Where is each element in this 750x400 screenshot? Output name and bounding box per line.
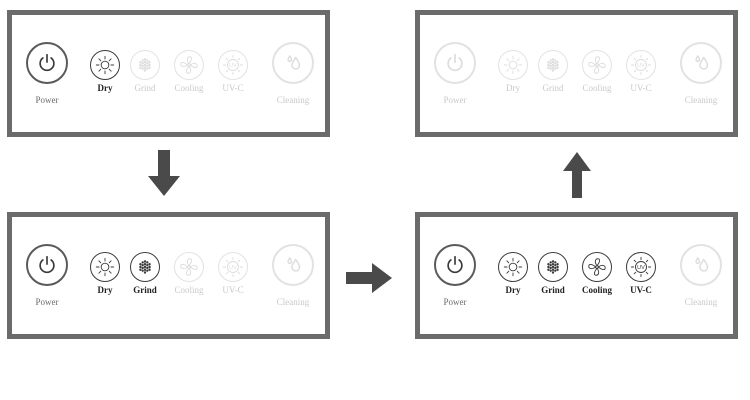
uvc-button[interactable]: UV UV-C	[218, 50, 248, 93]
grind-button[interactable]: Grind	[130, 252, 160, 295]
power-icon	[26, 244, 68, 286]
grind-label: Grind	[541, 285, 565, 295]
cleaning-label: Cleaning	[276, 95, 310, 105]
grind-button[interactable]: Grind	[538, 50, 568, 93]
arrow-up-icon	[563, 152, 591, 198]
power-label: Power	[443, 297, 467, 307]
control-panel-step-3: Power Dry Grind Cooling UV UV-C Cleaning	[415, 212, 738, 339]
power-button[interactable]: Power	[26, 244, 68, 307]
control-panel-step-2: Power Dry Grind Cooling UV UV-C Cleaning	[7, 212, 330, 339]
dot-grid-icon	[538, 50, 568, 80]
grind-label: Grind	[542, 83, 564, 93]
dry-button[interactable]: Dry	[90, 50, 120, 93]
uvc-button[interactable]: UV UV-C	[626, 50, 656, 93]
grind-label: Grind	[133, 285, 157, 295]
power-label: Power	[35, 95, 59, 105]
power-icon	[434, 244, 476, 286]
dry-label: Dry	[97, 285, 113, 295]
water-drop-icon	[272, 42, 314, 84]
water-drop-icon	[272, 244, 314, 286]
dot-grid-icon	[130, 50, 160, 80]
uv-icon-text: UV	[229, 63, 237, 69]
uv-sun-icon: UV	[218, 50, 248, 80]
grind-button[interactable]: Grind	[130, 50, 160, 93]
cleaning-label: Cleaning	[684, 95, 718, 105]
sun-icon	[90, 50, 120, 80]
water-drop-icon	[680, 244, 722, 286]
power-icon	[434, 42, 476, 84]
power-button[interactable]: Power	[26, 42, 68, 105]
uvc-label: UV-C	[630, 285, 652, 295]
dot-grid-icon	[538, 252, 568, 282]
cooling-button[interactable]: Cooling	[582, 50, 612, 93]
dry-button[interactable]: Dry	[90, 252, 120, 295]
sun-icon	[90, 252, 120, 282]
power-label: Power	[35, 297, 59, 307]
grind-label: Grind	[134, 83, 156, 93]
control-panel-step-1: Power Dry Grind Cooling UV UV-C Cleaning	[7, 10, 330, 137]
water-drop-icon	[680, 42, 722, 84]
dry-button[interactable]: Dry	[498, 50, 528, 93]
cooling-button[interactable]: Cooling	[174, 50, 204, 93]
dry-label: Dry	[505, 285, 521, 295]
sun-icon	[498, 50, 528, 80]
power-button[interactable]: Power	[434, 42, 476, 105]
uv-sun-icon: UV	[626, 252, 656, 282]
uv-icon-text: UV	[637, 265, 645, 271]
cooling-button[interactable]: Cooling	[582, 252, 612, 295]
cleaning-label: Cleaning	[276, 297, 310, 307]
cooling-label: Cooling	[174, 83, 204, 93]
uvc-label: UV-C	[222, 285, 244, 295]
uv-icon-text: UV	[229, 265, 237, 271]
cleaning-button[interactable]: Cleaning	[272, 42, 314, 105]
uv-sun-icon: UV	[626, 50, 656, 80]
cooling-button[interactable]: Cooling	[174, 252, 204, 295]
uv-sun-icon: UV	[218, 252, 248, 282]
fan-icon	[174, 50, 204, 80]
control-panel-step-4: Power Dry Grind Cooling UV UV-C Cleaning	[415, 10, 738, 137]
uvc-label: UV-C	[630, 83, 652, 93]
cleaning-button[interactable]: Cleaning	[272, 244, 314, 307]
uvc-button[interactable]: UV UV-C	[218, 252, 248, 295]
cooling-label: Cooling	[582, 83, 612, 93]
arrow-down-icon	[148, 150, 180, 196]
dry-label: Dry	[506, 83, 520, 93]
arrow-right-icon	[346, 263, 392, 293]
uvc-label: UV-C	[222, 83, 244, 93]
power-button[interactable]: Power	[434, 244, 476, 307]
cleaning-button[interactable]: Cleaning	[680, 42, 722, 105]
uv-icon-text: UV	[637, 63, 645, 69]
dot-grid-icon	[130, 252, 160, 282]
uvc-button[interactable]: UV UV-C	[626, 252, 656, 295]
sun-icon	[498, 252, 528, 282]
cooling-label: Cooling	[174, 285, 204, 295]
dry-button[interactable]: Dry	[498, 252, 528, 295]
power-icon	[26, 42, 68, 84]
fan-icon	[582, 50, 612, 80]
grind-button[interactable]: Grind	[538, 252, 568, 295]
dry-label: Dry	[97, 83, 113, 93]
fan-icon	[582, 252, 612, 282]
fan-icon	[174, 252, 204, 282]
cooling-label: Cooling	[582, 285, 613, 295]
cleaning-button[interactable]: Cleaning	[680, 244, 722, 307]
cleaning-label: Cleaning	[684, 297, 718, 307]
power-label: Power	[443, 95, 467, 105]
